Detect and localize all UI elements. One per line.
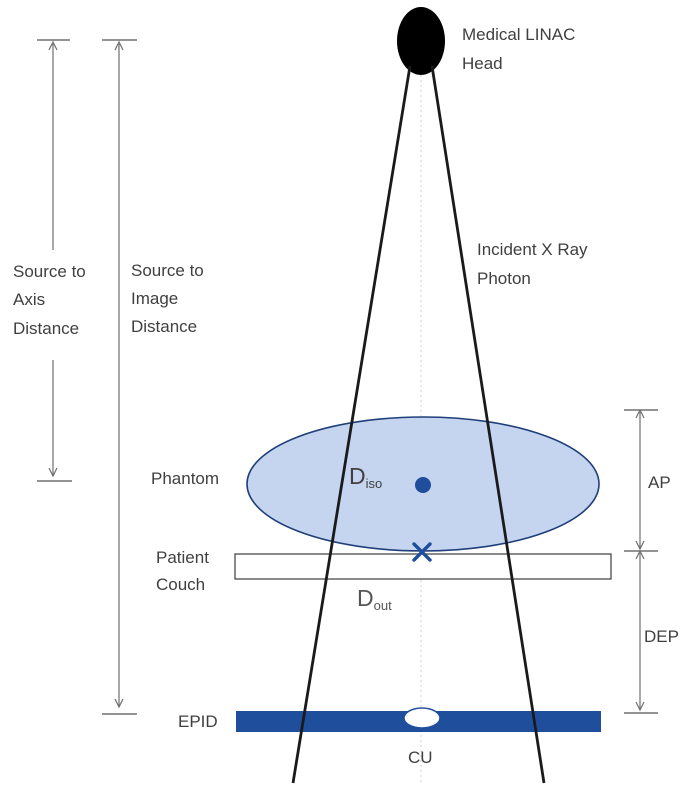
epid-label: EPID (178, 712, 218, 731)
d-out-label: Dout (357, 585, 392, 613)
patient-couch-label: Patient Couch (156, 548, 214, 594)
d-iso-label: Diso (349, 463, 382, 491)
cu-label: CU (408, 748, 433, 767)
beam-edge-right (430, 65, 546, 784)
sid-label: Source to Image Distance (131, 261, 209, 336)
linac-head-label: Medical LINAC Head (462, 25, 580, 73)
dep-dimension (624, 549, 658, 714)
cu-point (403, 707, 441, 729)
ap-dimension (624, 408, 658, 552)
exit-point-marker (412, 542, 432, 562)
sid-dimension (102, 39, 137, 715)
linac-head (397, 7, 445, 75)
dep-label: DEP (644, 627, 679, 646)
beam-label: Incident X Ray Photon (477, 240, 592, 288)
sad-label: Source to Axis Distance (13, 262, 91, 338)
phantom-label: Phantom (151, 469, 219, 488)
isocenter-point (415, 477, 431, 493)
sad-dimension (37, 39, 72, 482)
beam-edge-left (291, 65, 412, 784)
patient-couch (234, 553, 612, 580)
ap-label: AP (648, 473, 671, 492)
